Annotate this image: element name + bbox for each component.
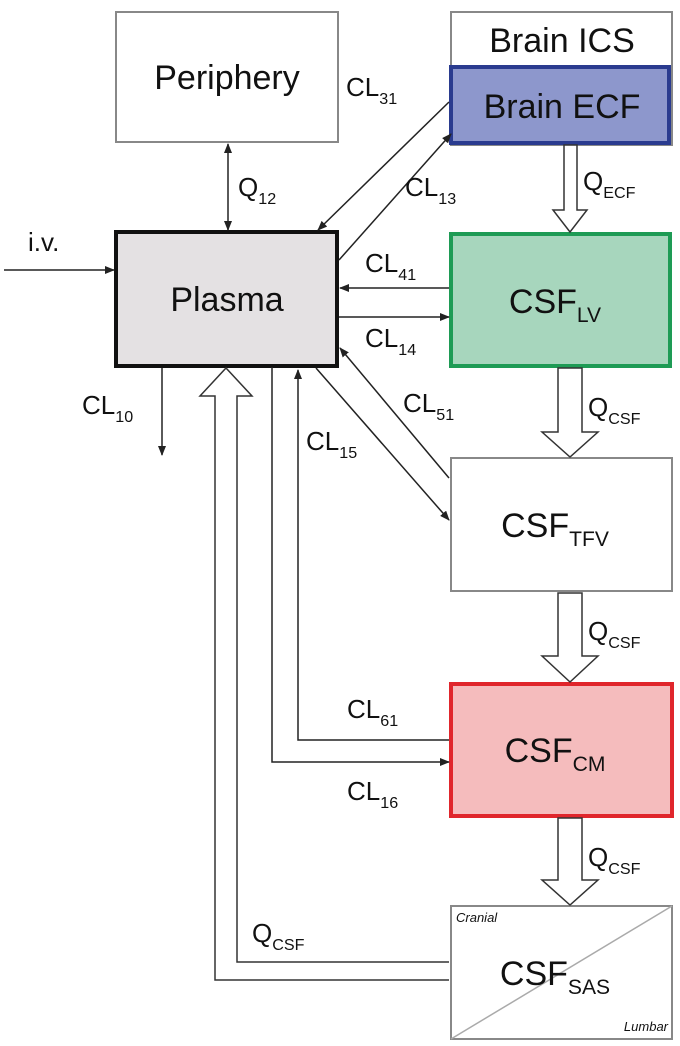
iv-label: i.v. bbox=[28, 227, 59, 257]
cl61-arrow bbox=[294, 369, 449, 741]
q-ecf-hollow-arrow bbox=[551, 144, 589, 234]
brain-ics-label: Brain ICS bbox=[489, 22, 635, 60]
cl15-label: CL15 bbox=[306, 426, 357, 462]
cl61-label: CL61 bbox=[347, 694, 398, 730]
csf-sas-label: CSFSAS bbox=[500, 955, 610, 999]
csf-lv-label: CSFLV bbox=[509, 283, 601, 327]
q-csf-2-hollow-arrow bbox=[540, 592, 600, 684]
brain-ecf-label: Brain ECF bbox=[484, 88, 641, 126]
csf-sas-cranial: Cranial bbox=[456, 910, 498, 925]
cl51-arrow bbox=[339, 347, 450, 479]
q-csf-3-label: QCSF bbox=[588, 842, 641, 878]
cl16-label: CL16 bbox=[347, 776, 398, 812]
q-csf-3-hollow-arrow bbox=[540, 817, 600, 907]
q-csf-1-hollow-arrow bbox=[540, 367, 600, 459]
q-csf-2-label: QCSF bbox=[588, 616, 641, 652]
brain-ecf-box bbox=[449, 65, 671, 145]
q-csf-4-label: QCSF bbox=[252, 918, 305, 954]
cl13-arrow bbox=[338, 133, 452, 261]
periphery-box bbox=[115, 11, 339, 143]
cl13-label: CL13 bbox=[405, 172, 456, 208]
cl31-label: CL31 bbox=[346, 72, 397, 108]
q-csf-4-hollow-arrow bbox=[198, 366, 449, 981]
csf-sas-diagonal bbox=[450, 905, 673, 1040]
q-csf-1-label: QCSF bbox=[588, 392, 641, 428]
cl51-label: CL51 bbox=[403, 388, 454, 424]
csf-cm-box bbox=[449, 682, 674, 818]
plasma-box bbox=[114, 230, 339, 368]
cl41-label: CL41 bbox=[365, 248, 416, 284]
csf-sas-lumbar: Lumbar bbox=[624, 1019, 669, 1034]
periphery-label: Periphery bbox=[154, 59, 300, 97]
q12-label: Q12 bbox=[238, 172, 276, 208]
cl31-arrow bbox=[317, 101, 450, 231]
csf-lv-box bbox=[449, 232, 672, 368]
csf-tfv-label: CSFTFV bbox=[501, 507, 609, 551]
csf-cm-label: CSFCM bbox=[505, 732, 606, 776]
csf-tfv-box bbox=[450, 457, 673, 592]
cl16-arrow bbox=[271, 367, 450, 766]
cl14-label: CL14 bbox=[365, 323, 416, 359]
q-ecf-label: QECF bbox=[583, 166, 636, 202]
cl10-label: CL10 bbox=[82, 390, 133, 426]
cl15-arrow bbox=[315, 367, 450, 521]
plasma-label: Plasma bbox=[170, 281, 283, 319]
